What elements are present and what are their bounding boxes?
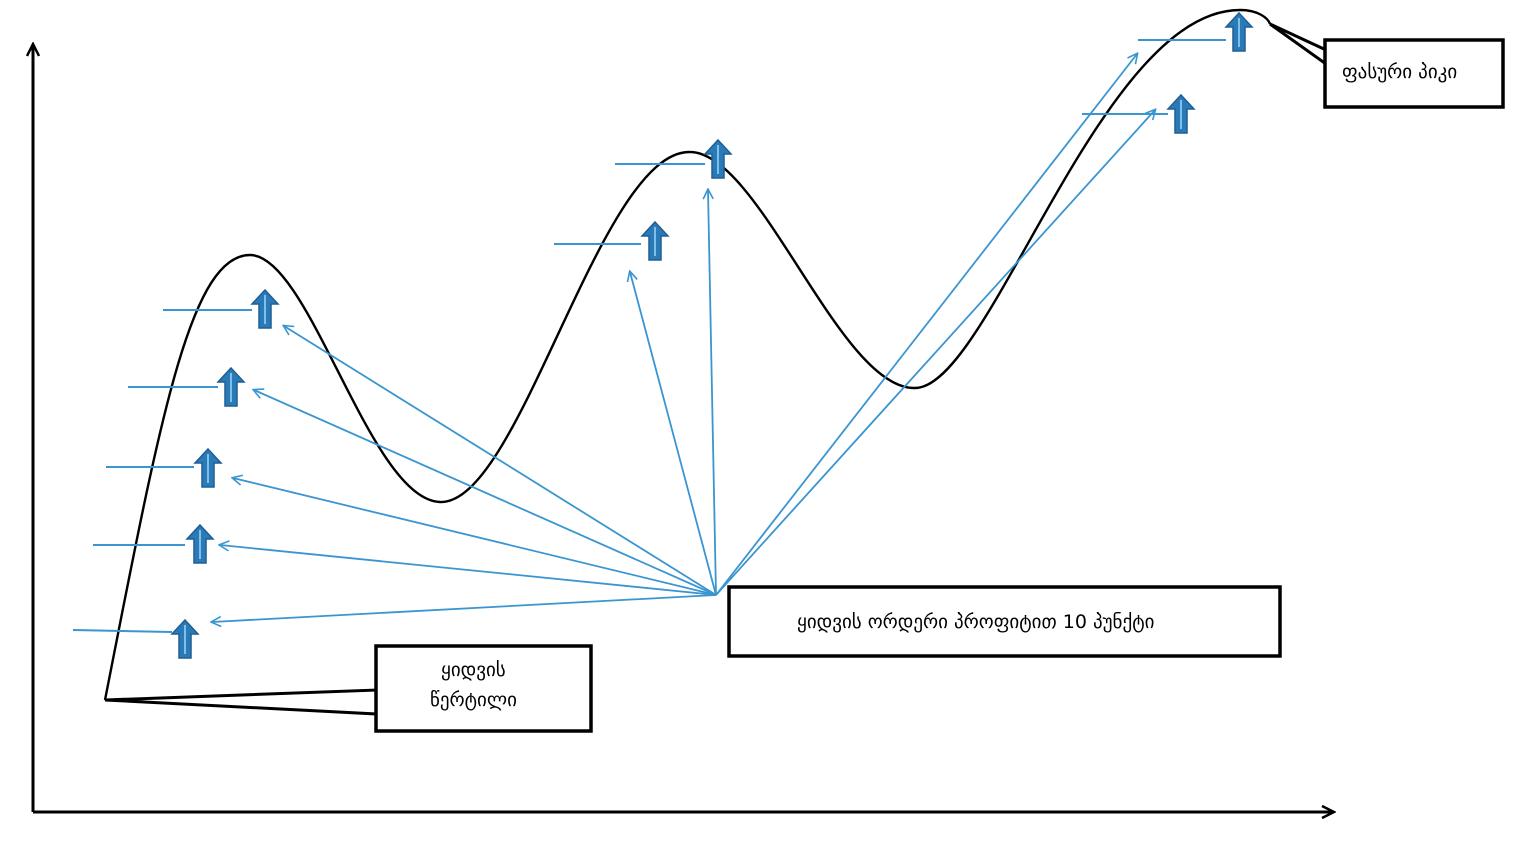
up-arrow-icon [185, 523, 215, 564]
up-arrow-icon [640, 220, 670, 261]
entry-point-pointer [104, 688, 379, 716]
up-arrow-icon [250, 288, 280, 329]
order-levels [72, 39, 1226, 633]
entry-point-callout: ყიდვის წერტილი [104, 644, 593, 733]
order-arrows [212, 54, 1155, 622]
order-arrow [284, 326, 717, 596]
order-arrow [233, 478, 717, 596]
order-arrow [254, 390, 717, 596]
entry-point-label-line2: წერტილი [430, 689, 517, 711]
order-arrow [708, 190, 717, 596]
buy-orders-box [727, 585, 1282, 658]
buy-orders-callout: ყიდვის ორდერი პროფიტით 10 პუნქტი [727, 585, 1282, 658]
order-level-line [72, 629, 173, 633]
up-arrow-icon [1224, 11, 1254, 52]
up-arrow-icon [193, 447, 223, 488]
order-arrow [715, 54, 1137, 596]
up-arrow-icon [703, 138, 733, 179]
order-arrow [715, 110, 1155, 596]
up-arrow-icon [216, 366, 246, 407]
price-peak-box [1323, 38, 1505, 109]
price-peak-label: ფასური პიკი [1342, 61, 1457, 83]
entry-point-label-line1: ყიდვის [441, 659, 506, 681]
order-arrow [220, 545, 717, 596]
up-arrow-icon [170, 618, 200, 659]
price-peak-callout: ფასური პიკი [1269, 22, 1505, 109]
order-arrow [630, 272, 717, 596]
entry-point-box [374, 644, 593, 733]
up-arrow-icon [1166, 93, 1196, 134]
buy-orders-label: ყიდვის ორდერი პროფიტით 10 პუნქტი [797, 611, 1154, 633]
price-curve [103, 8, 1272, 701]
price-peak-pointer [1269, 22, 1328, 67]
order-arrow [212, 594, 717, 622]
up-arrow-markers [170, 11, 1254, 659]
